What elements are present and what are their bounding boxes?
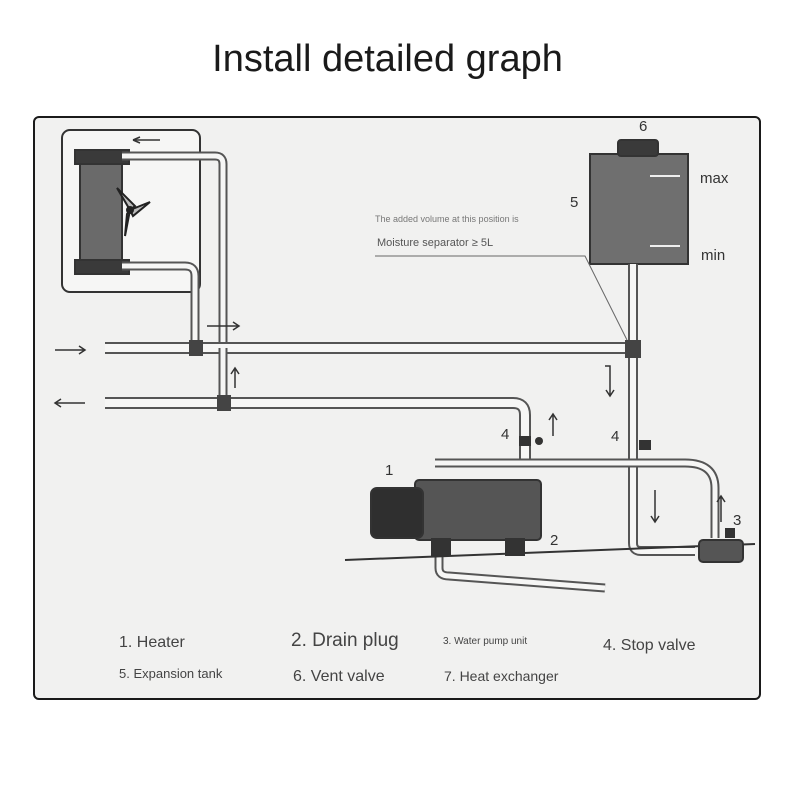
- pipe-tank-down: [628, 264, 695, 556]
- annotation-separator: Moisture separator ≥ 5L: [377, 237, 494, 249]
- callout-stop-valve-left: 4: [501, 426, 510, 443]
- fan-icon: [116, 187, 151, 237]
- water-pump: [698, 539, 744, 563]
- legend-item: 3. Water pump unit: [443, 636, 528, 647]
- callout-drain-plug: 2: [550, 532, 559, 549]
- callout-stop-valve-right: 4: [611, 428, 620, 445]
- callout-pump: 3: [733, 512, 742, 529]
- expansion-tank: [589, 153, 689, 265]
- page-title: Install detailed graph: [212, 38, 563, 80]
- callout-heater: 1: [385, 462, 394, 479]
- legend-item: 2. Drain plug: [291, 630, 399, 651]
- legend-item: 4. Stop valve: [603, 637, 696, 654]
- installation-diagram: 6 5 max min The added volume at this pos…: [33, 116, 761, 700]
- legend-item: 5. Expansion tank: [119, 666, 223, 681]
- legend-item: 6. Vent valve: [293, 668, 385, 685]
- piping-schematic: [53, 129, 756, 593]
- annotation-leader: [375, 255, 628, 341]
- pipe-lower-main: [105, 397, 531, 463]
- legend-item: 1. Heater: [119, 634, 185, 651]
- tank-min-label: min: [701, 247, 726, 264]
- annotation-volume-note: The added volume at this position is: [375, 214, 519, 224]
- tank-number: 5: [570, 194, 579, 211]
- heater-body: [414, 479, 542, 541]
- heat-exchanger-core: [79, 157, 123, 267]
- legend-item: 7. Heat exchanger: [444, 668, 559, 684]
- vent-valve-number: 6: [639, 118, 648, 135]
- vent-valve: [617, 139, 659, 157]
- tank-max-label: max: [700, 170, 729, 187]
